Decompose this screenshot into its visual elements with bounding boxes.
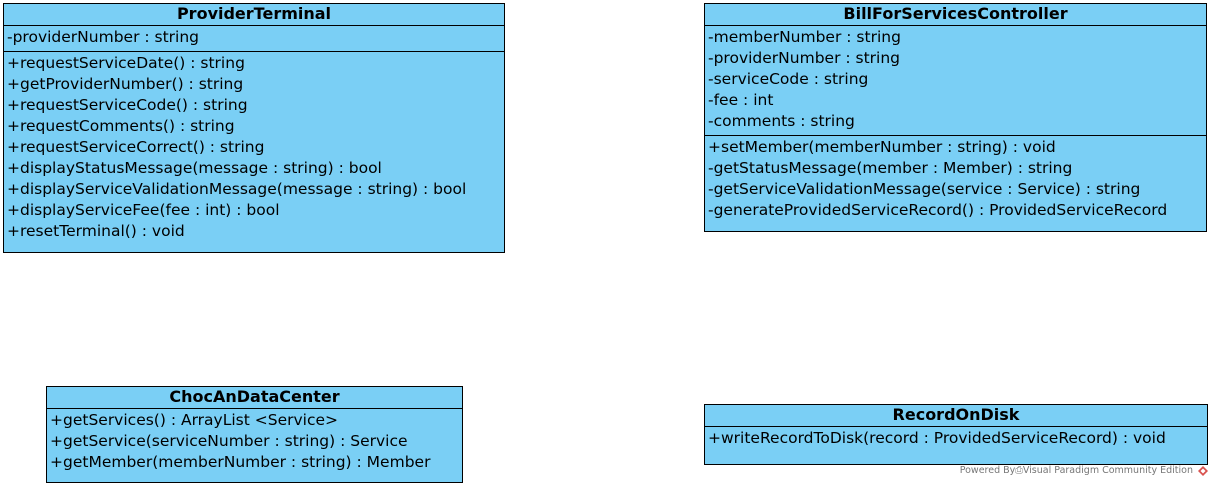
attribute: -memberNumber : string <box>708 28 901 46</box>
operation: -getServiceValidationMessage(service : S… <box>708 180 1141 198</box>
operation: +setMember(memberNumber : string) : void <box>708 138 1056 156</box>
operation: +displayServiceFee(fee : int) : bool <box>7 201 280 219</box>
operation: -getStatusMessage(member : Member) : str… <box>708 159 1073 177</box>
class-provider-terminal[interactable]: ProviderTerminal -providerNumber : strin… <box>3 3 505 253</box>
operation: +requestComments() : string <box>7 117 235 135</box>
class-chocan-data-center[interactable]: ChocAnDataCenter +getServices() : ArrayL… <box>46 386 463 483</box>
operation: +getService(serviceNumber : string) : Se… <box>50 432 408 450</box>
class-name: RecordOnDisk <box>705 405 1207 427</box>
class-record-on-disk[interactable]: RecordOnDisk +writeRecordToDisk(record :… <box>704 404 1208 465</box>
visual-paradigm-logo-icon <box>1198 465 1208 476</box>
operation: +displayServiceValidationMessage(message… <box>7 180 467 198</box>
operation: +resetTerminal() : void <box>7 222 185 240</box>
attributes-section: -memberNumber : string -providerNumber :… <box>705 26 1206 135</box>
attribute: -providerNumber : string <box>708 49 901 67</box>
operation: +requestServiceCode() : string <box>7 96 248 114</box>
attributes-section: -providerNumber : string <box>4 26 504 51</box>
operation: +getMember(memberNumber : string) : Memb… <box>50 453 431 471</box>
class-name: BillForServicesController <box>705 4 1206 26</box>
class-name: ChocAnDataCenter <box>47 387 462 409</box>
operation: +requestServiceCorrect() : string <box>7 138 265 156</box>
class-bill-for-services-controller[interactable]: BillForServicesController -memberNumber … <box>704 3 1207 232</box>
operation: -generateProvidedServiceRecord() : Provi… <box>708 201 1168 219</box>
attribute: -serviceCode : string <box>708 70 869 88</box>
operation: +displayStatusMessage(message : string) … <box>7 159 382 177</box>
attribute: -comments : string <box>708 112 855 130</box>
operations-section: +setMember(memberNumber : string) : void… <box>705 135 1206 224</box>
operation: +getProviderNumber() : string <box>7 75 244 93</box>
operations-section: +writeRecordToDisk(record : ProvidedServ… <box>705 427 1207 452</box>
watermark: Powered By⎙Visual Paradigm Community Edi… <box>960 465 1208 476</box>
operation: +getServices() : ArrayList <Service> <box>50 411 338 429</box>
operations-section: +getServices() : ArrayList <Service> +ge… <box>47 409 462 476</box>
operations-section: +requestServiceDate() : string +getProvi… <box>4 51 504 245</box>
attribute: -providerNumber : string <box>7 28 200 46</box>
class-name: ProviderTerminal <box>4 4 504 26</box>
attribute: -fee : int <box>708 91 774 109</box>
operation: +requestServiceDate() : string <box>7 54 245 72</box>
operation: +writeRecordToDisk(record : ProvidedServ… <box>708 429 1166 447</box>
watermark-text: Powered By⎙Visual Paradigm Community Edi… <box>959 465 1193 476</box>
